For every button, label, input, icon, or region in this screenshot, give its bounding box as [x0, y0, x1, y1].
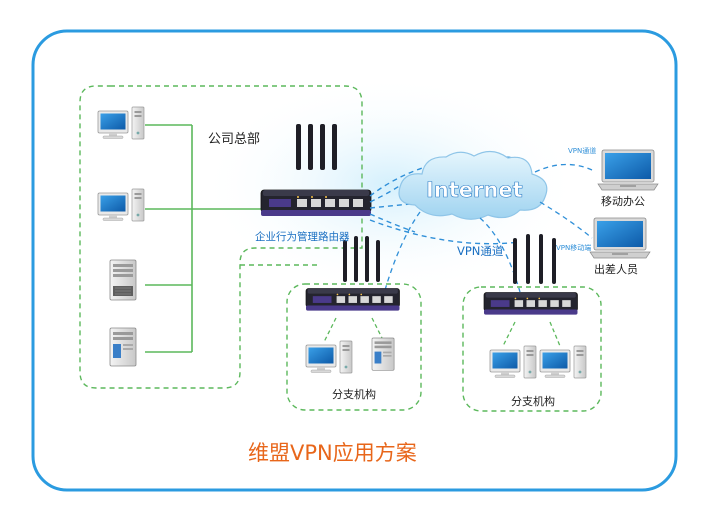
branch-1-label: 分支机构 — [332, 387, 376, 401]
branch-1-dashed-boundary — [286, 283, 422, 411]
main-router-wireless-router-icon — [260, 124, 372, 217]
hq-server-tower-icon — [109, 327, 137, 367]
mobile-office-laptop-icon — [597, 149, 659, 191]
mobile-office-label: 移动办公 — [601, 195, 645, 208]
router-label: 企业行为管理路由器 — [255, 230, 350, 243]
traveler-laptop-icon — [589, 217, 651, 259]
diagram-title: 维盟VPN应用方案 — [248, 441, 417, 465]
hq-dashed-boundary — [79, 85, 363, 389]
branch-2-dashed-boundary — [462, 286, 602, 412]
branch-1-server-tower-icon — [371, 337, 395, 371]
mobile-vpn-links — [534, 163, 593, 239]
business-traveler-label: 出差人员 — [594, 262, 638, 276]
vpn-tunnel-label: VPN通道 — [457, 244, 504, 258]
vpn-mobile-small-label: VPN移动端 — [556, 243, 591, 252]
branch-2-label: 分支机构 — [511, 394, 555, 408]
branch-2-wireless-router-icon — [483, 234, 578, 316]
vpn-tunnel-small-label: VPN通道 — [568, 146, 596, 155]
background-glow — [200, 75, 580, 295]
branch-2-wiring — [502, 321, 561, 347]
internet-label: Internet — [426, 178, 523, 202]
hq-server-tower-icon — [109, 259, 137, 301]
internet-cloud-icon — [398, 150, 548, 220]
hq-wiring — [145, 124, 262, 353]
hq-label: 公司总部 — [208, 132, 260, 147]
branch-1-wireless-router-icon — [305, 236, 400, 312]
